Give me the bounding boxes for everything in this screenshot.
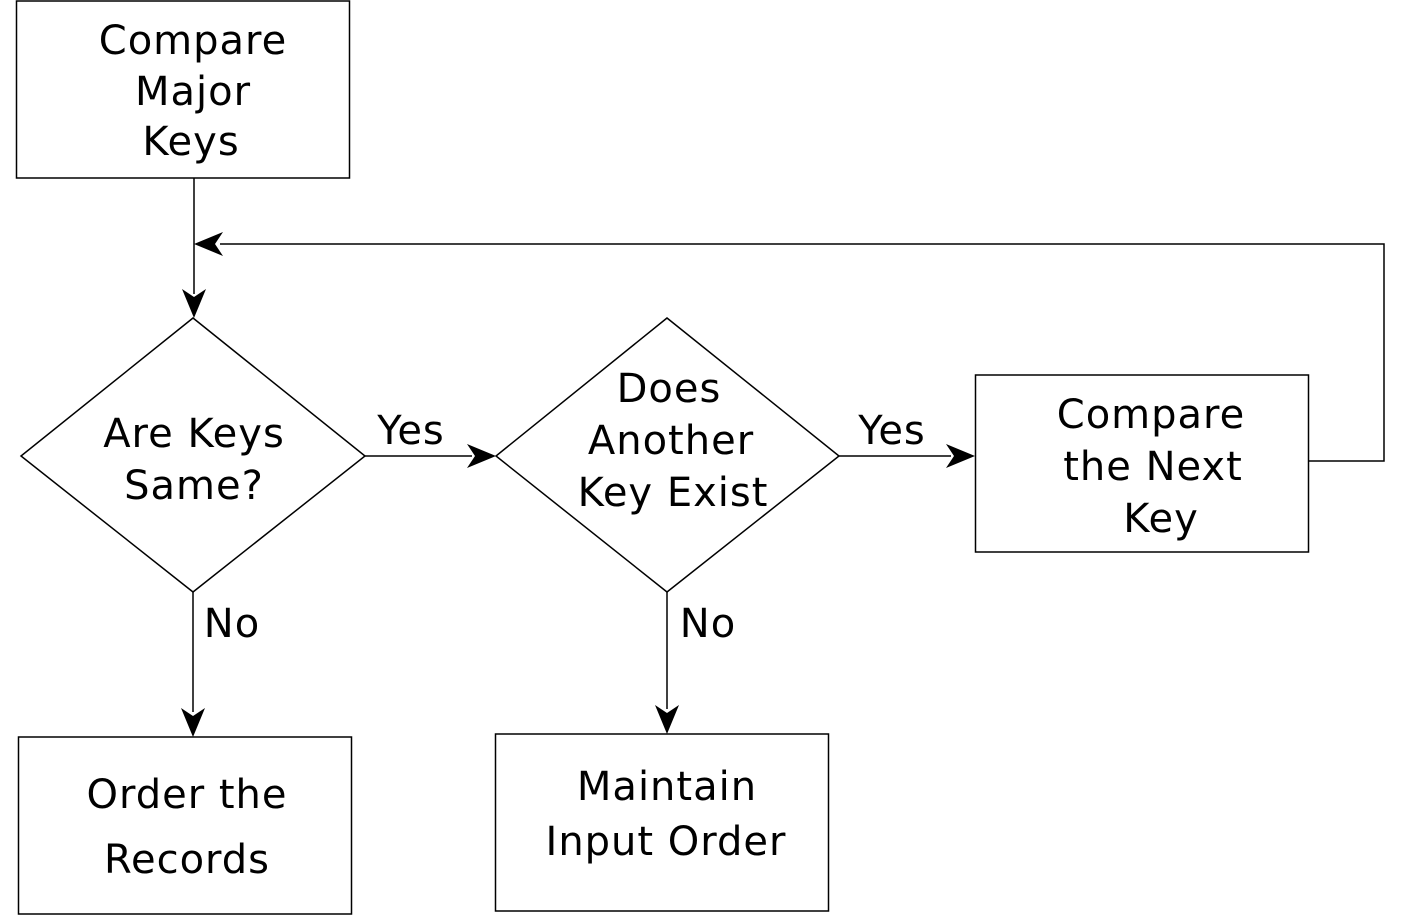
edge-same-yes: Yes bbox=[365, 408, 496, 468]
maintain-input-order-box bbox=[494, 733, 830, 912]
order-records-line-2: Records bbox=[104, 837, 270, 883]
are-keys-same-line-1: Are Keys bbox=[103, 411, 285, 457]
edge-same-yes-label: Yes bbox=[376, 408, 445, 454]
another-key-exists-decision: Does Another Key Exist bbox=[494, 317, 841, 593]
compare-major-keys-line-1: Compare bbox=[99, 18, 287, 64]
compare-next-key-line-1: Compare bbox=[1057, 392, 1245, 438]
edge-major-to-same bbox=[182, 178, 206, 318]
are-keys-same-line-2: Same? bbox=[124, 463, 264, 509]
another-key-exists-line-2: Another bbox=[588, 418, 754, 464]
edge-exists-yes-arrowhead bbox=[946, 444, 975, 468]
order-records-box bbox=[17, 736, 353, 915]
edge-loop-back-arrowhead bbox=[194, 232, 223, 256]
are-keys-same-decision: Are Keys Same? bbox=[19, 317, 367, 593]
another-key-exists-line-1: Does bbox=[617, 366, 722, 412]
edge-same-no-arrowhead bbox=[181, 708, 205, 737]
edge-same-yes-arrowhead bbox=[467, 444, 496, 468]
edge-exists-no-label: No bbox=[680, 601, 736, 647]
compare-major-keys-box bbox=[15, 0, 351, 179]
compare-next-key-line-3: Key bbox=[1123, 496, 1199, 542]
compare-next-key-box bbox=[974, 374, 1310, 553]
maintain-input-order-line-2: Input Order bbox=[546, 819, 787, 865]
another-key-exists-line-3: Key Exist bbox=[578, 470, 769, 516]
edge-exists-yes: Yes bbox=[839, 408, 975, 468]
compare-major-keys-line-2: Major bbox=[135, 69, 251, 115]
compare-major-keys-node: Compare Major Keys bbox=[15, 0, 351, 179]
maintain-input-order-node: Maintain Input Order bbox=[494, 733, 830, 912]
edge-exists-no-arrowhead bbox=[655, 705, 679, 734]
edge-same-no-label: No bbox=[204, 601, 260, 647]
edge-same-no: No bbox=[181, 592, 260, 737]
edge-loop-back bbox=[194, 232, 1385, 462]
compare-major-keys-line-3: Keys bbox=[142, 119, 239, 165]
compare-next-key-line-2: the Next bbox=[1063, 444, 1243, 490]
maintain-input-order-line-1: Maintain bbox=[577, 764, 757, 810]
order-records-node: Order the Records bbox=[17, 736, 353, 915]
edge-major-to-same-arrowhead bbox=[182, 289, 206, 318]
order-records-line-1: Order the bbox=[86, 772, 287, 818]
compare-next-key-node: Compare the Next Key bbox=[974, 374, 1310, 553]
edge-exists-no: No bbox=[655, 592, 736, 734]
edge-exists-yes-label: Yes bbox=[857, 408, 926, 454]
edge-loop-back-line bbox=[220, 243, 1385, 462]
